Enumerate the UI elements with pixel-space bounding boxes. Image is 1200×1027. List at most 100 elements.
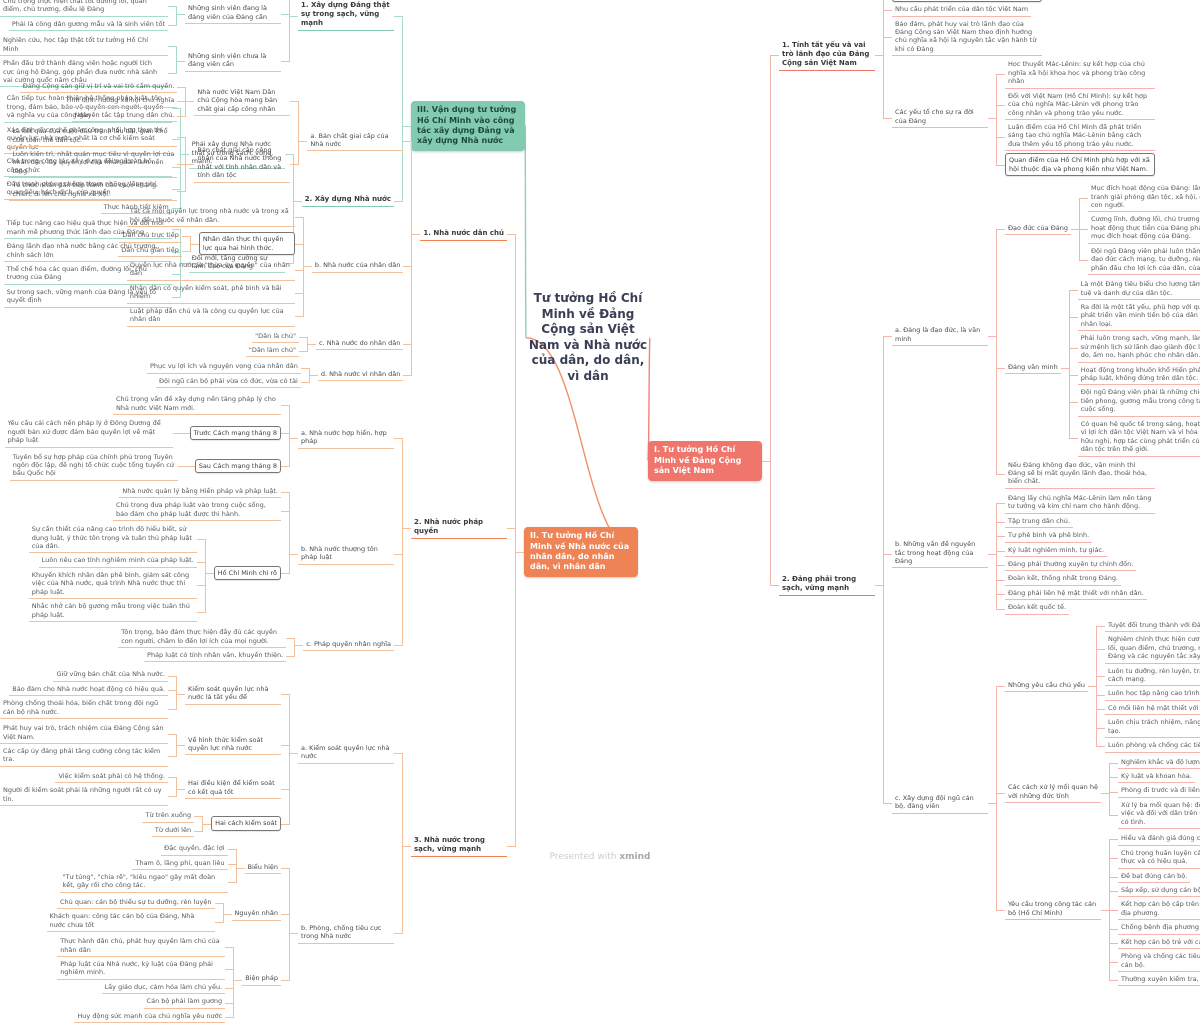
mindmap-node[interactable]: Cương lĩnh, đường lối, chủ trương và mọi… <box>1087 214 1200 244</box>
mindmap-node[interactable]: Từ trên xuống <box>142 810 195 823</box>
mindmap-node[interactable]: Mục đích hoạt động của Đảng: lãnh đạo đấ… <box>1087 183 1200 213</box>
mindmap-node[interactable]: Đấu tranh phòng chống tham nhũng, lãng p… <box>3 179 172 200</box>
mindmap-node[interactable]: Nhu cầu phát triển của dân tộc Việt Nam <box>892 4 1032 17</box>
mindmap-node[interactable]: Các yếu tố cho sự ra đời của Đảng <box>892 107 988 129</box>
mindmap-node[interactable]: 1. Tính tất yếu và vai trò lãnh đạo của … <box>779 40 875 71</box>
mindmap-node[interactable]: Tập trung dân chủ. <box>1005 516 1073 529</box>
mindmap-node[interactable]: Phấn đấu trở thành đảng viên hoặc người … <box>0 58 168 88</box>
mindmap-node[interactable]: Nguyên nhân <box>231 908 281 921</box>
mindmap-node[interactable]: Xử lý ba mối quan hệ: đối với người, đối… <box>1118 800 1200 830</box>
mindmap-node[interactable]: Những sinh viên đang là đảng viên của Đả… <box>185 3 281 25</box>
mindmap-node[interactable]: Nghiêm chỉnh thực hiện cương lĩnh, đường… <box>1105 634 1200 664</box>
mindmap-node[interactable]: Tổ chức nhân dân tiến hành các cuộc khán… <box>9 180 178 202</box>
mindmap-node[interactable]: Bảo đảm cho Nhà nước hoạt động có hiệu q… <box>9 684 168 697</box>
mindmap-node[interactable]: c. Nhà nước do nhân dân <box>315 338 404 351</box>
mindmap-node[interactable]: Hiểu và đánh giá đúng cán bộ. <box>1118 833 1200 846</box>
mindmap-node[interactable]: Nguyên tắc tập trung dân chủ. <box>71 110 178 123</box>
mindmap-node[interactable]: Kết hợp cán bộ trẻ với cán bộ cũ. <box>1118 937 1200 950</box>
mindmap-node[interactable]: Kiểm soát quyền lực nhà nước là tất yếu … <box>185 684 281 705</box>
mindmap-node[interactable]: Nhà nước Việt Nam Dân chủ Cộng hòa mang … <box>194 87 291 117</box>
mindmap-node[interactable]: Đội ngũ Đảng viên phải là những chiến sĩ… <box>1077 387 1200 417</box>
mindmap-node[interactable]: "Dân là chủ" <box>252 331 299 343</box>
mindmap-node[interactable]: Phải luôn trong sạch, vững mạnh, làm trò… <box>1077 333 1200 363</box>
mindmap-node[interactable]: Chú trọng huấn luyện cán bộ một cách thi… <box>1118 848 1200 869</box>
mindmap-node[interactable]: Có mối liên hệ mật thiết với nhân dân. <box>1105 703 1200 716</box>
mindmap-node[interactable]: Đảng lãnh đạo nhà nước bằng các chủ trươ… <box>3 241 172 263</box>
mindmap-node[interactable]: c. Xây dựng đội ngũ cán bộ, đảng viên <box>892 793 988 814</box>
central-topic[interactable]: Tư tưởng Hồ Chí Minh về Đảng Cộng sản Vi… <box>528 291 648 383</box>
mindmap-node[interactable]: Thực hành tiết kiệm <box>100 202 172 215</box>
mindmap-node[interactable]: Nghiên cứu, học tập thật tốt tư tưởng Hồ… <box>0 35 168 57</box>
mindmap-node[interactable]: Lấy giáo dục, cảm hóa làm chủ yếu. <box>101 982 226 995</box>
mindmap-node[interactable]: Phòng chống thoái hóa, biến chất trong đ… <box>0 698 168 720</box>
mindmap-node[interactable]: "Dân làm chủ" <box>245 345 299 358</box>
mindmap-node[interactable]: 3. Nhà nước trong sạch, vững mạnh <box>411 835 507 858</box>
mindmap-node[interactable]: Tuyệt đối trung thành với Đảng. <box>1105 620 1200 633</box>
main-topic-node[interactable]: II. Tư tưởng Hồ Chí Minh về Nhà nước của… <box>524 527 638 577</box>
mindmap-node[interactable]: Học thuyết Mác-Lênin: sự kết hợp của chủ… <box>1005 59 1155 89</box>
mindmap-node[interactable]: Tính định hướng xã hội chủ nghĩa <box>62 95 178 108</box>
mindmap-node[interactable]: Yêu cầu trong công tác cán bộ (Hồ Chí Mi… <box>1005 899 1101 921</box>
mindmap-node[interactable]: Phục vụ lợi ích và nguyện vọng của nhân … <box>147 361 301 374</box>
mindmap-node[interactable]: Biểu hiện <box>244 862 281 875</box>
mindmap-node[interactable]: Đối với Việt Nam (Hồ Chí Minh): sự kết h… <box>1005 91 1155 120</box>
mindmap-node[interactable]: Phòng đi trước và đi liền với chống <box>1118 785 1200 798</box>
mindmap-node[interactable]: Yêu cầu cải cách nền pháp lý ở Đông Dươn… <box>4 418 173 448</box>
mindmap-node[interactable]: Đạo đức của Đảng <box>1005 223 1071 236</box>
mindmap-node[interactable]: Tiếp tục nâng cao hiệu quả thực hiện và … <box>3 218 172 240</box>
mindmap-node[interactable]: Khuyến khích nhân dân phê bình, giám sát… <box>28 570 197 600</box>
mindmap-node[interactable]: Luôn kiên trì, nhất quán mục tiêu vì quy… <box>9 149 178 179</box>
mindmap-node[interactable]: Cán bộ phải làm gương <box>143 996 226 1009</box>
mindmap-node[interactable]: Từ dưới lên <box>151 825 195 838</box>
callout-node[interactable]: Trước Cách mạng tháng 8 <box>189 425 281 441</box>
mindmap-node[interactable]: Nhân dân có quyền kiểm soát, phê bình và… <box>126 283 295 304</box>
mindmap-node[interactable]: Chống bệnh địa phương cục bộ. <box>1118 922 1200 935</box>
mindmap-node[interactable]: Huy động sức mạnh của chủ nghĩa yêu nước <box>74 1011 226 1024</box>
mindmap-node[interactable]: Khách quan: công tác cán bộ của Đảng, Nh… <box>46 911 215 933</box>
mindmap-node[interactable]: Luôn tu dưỡng, rèn luyện, trau dồi đạo đ… <box>1105 666 1200 687</box>
mindmap-node[interactable]: Đảng phải liên hệ mật thiết với nhân dân… <box>1005 588 1147 601</box>
mindmap-node[interactable]: a. Nhà nước hợp hiến, hợp pháp <box>298 428 394 449</box>
mindmap-node[interactable]: Thực hành dân chủ, phát huy quyền làm ch… <box>57 936 226 957</box>
callout-node[interactable]: Nhân dân thực thi quyền lực qua hai hình… <box>198 232 295 255</box>
mindmap-node[interactable]: Nếu Đảng không đạo đức, văn minh thì Đản… <box>1005 460 1155 489</box>
mindmap-node[interactable]: 1. Nhà nước dân chủ <box>420 228 507 241</box>
main-topic-node[interactable]: III. Vận dụng tư tưởng Hồ Chí Minh vào c… <box>411 101 525 151</box>
mindmap-node[interactable]: Luôn phòng và chống các tiêu cực. <box>1105 740 1200 753</box>
mindmap-node[interactable]: Chú trọng đưa pháp luật vào trong cuộc s… <box>113 500 281 522</box>
mindmap-node[interactable]: Nhà nước quản lý bằng Hiến pháp và pháp … <box>119 486 281 499</box>
callout-node[interactable]: Hồ Chí Minh chỉ rõ <box>213 565 281 581</box>
mindmap-node[interactable]: Đoàn kết quốc tế. <box>1005 602 1070 615</box>
mindmap-node[interactable]: Sự cần thiết của nâng cao trình độ hiểu … <box>28 524 197 554</box>
mindmap-node[interactable]: "Tư túng", "chia rẽ", "kiêu ngạo" gây mấ… <box>59 872 228 893</box>
mindmap-node[interactable]: Đặc quyền, đặc lợi <box>161 843 228 856</box>
mindmap-node[interactable]: Tất cả mọi quyền lực trong nhà nước và t… <box>126 206 295 228</box>
mindmap-node[interactable]: b. Phòng, chống tiêu cực trong Nhà nước <box>298 923 394 944</box>
mindmap-node[interactable]: Chủ quan: cán bộ thiếu sự tu dưỡng, rèn … <box>56 897 215 910</box>
mindmap-node[interactable]: Phải xây dựng Nhà nước thật sự trong sạc… <box>188 139 285 169</box>
mindmap-node[interactable]: a. Đảng là đạo đức, là văn minh <box>892 325 988 346</box>
mindmap-node[interactable]: Là kết quả của cuộc đấu tranh lâu dài, g… <box>9 126 178 147</box>
mindmap-node[interactable]: Luôn học tập nâng cao trình độ về mọi mặ… <box>1105 688 1200 701</box>
mindmap-node[interactable]: Bảo đảm, phát huy vai trò lãnh đạo của Đ… <box>892 19 1042 57</box>
mindmap-node[interactable]: Đảng lấy chủ nghĩa Mác-Lênin làm nền tản… <box>1005 493 1155 514</box>
mindmap-node[interactable]: b. Nhà nước của nhân dân <box>311 260 404 273</box>
mindmap-node[interactable]: Việc kiểm soát phải có hệ thống. <box>55 771 168 784</box>
mindmap-node[interactable]: Đảng phải thường xuyên tự chỉnh đốn. <box>1005 559 1137 572</box>
mindmap-node[interactable]: Sắp xếp, sử dụng cán bộ cho đúng. <box>1118 885 1200 898</box>
mindmap-node[interactable]: Sự trong sạch, vững mạnh của Đảng là yếu… <box>3 287 172 308</box>
mindmap-node[interactable]: d. Nhà nước vì nhân dân <box>317 369 404 382</box>
mindmap-node[interactable]: Tôn trọng, bảo đảm thực hiện đầy đủ các … <box>118 627 287 648</box>
mindmap-node[interactable]: Ra đời là một tất yếu, phù hợp với quy l… <box>1077 302 1200 332</box>
mindmap-node[interactable]: Phòng và chống các tiêu cực trong công t… <box>1118 951 1200 973</box>
mindmap-node[interactable]: b. Những vấn đề nguyên tắc trong hoạt độ… <box>892 539 988 569</box>
mindmap-node[interactable]: Luận điểm của Hồ Chí Minh đã phát triển … <box>1005 122 1155 152</box>
mindmap-node[interactable]: Nghiêm khắc và độ lượng <box>1118 757 1200 770</box>
mindmap-node[interactable]: Đội ngũ Đảng viên phải luôn thấm nhuần đ… <box>1087 246 1200 276</box>
mindmap-node[interactable]: Kỷ luật nghiêm minh, tự giác. <box>1005 545 1108 558</box>
mindmap-node[interactable]: Thường xuyên kiểm tra, giúp đỡ cán bộ. <box>1118 974 1200 987</box>
mindmap-node[interactable]: Tự phê bình và phê bình. <box>1005 530 1093 543</box>
mindmap-node[interactable]: Nhắc nhở cán bộ gương mẫu trong việc tuâ… <box>28 601 197 623</box>
mindmap-node[interactable]: a. Kiểm soát quyền lực nhà nước <box>298 743 394 764</box>
mindmap-node[interactable]: Đội ngũ cán bộ phải vừa có đức, vừa có t… <box>155 376 301 389</box>
